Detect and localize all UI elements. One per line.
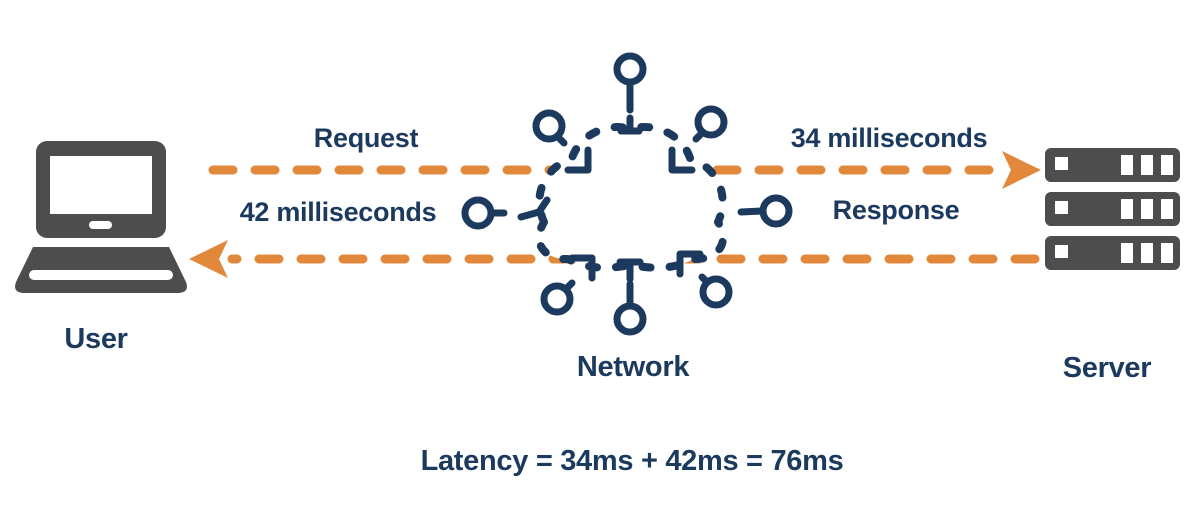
network-label: Network xyxy=(576,351,690,383)
node-bottom xyxy=(613,302,647,336)
network-cloud-icon xyxy=(461,52,793,336)
laptop-icon xyxy=(15,141,187,293)
cloud-outline xyxy=(535,123,727,272)
laptop-base-slot xyxy=(29,270,173,280)
node-left xyxy=(461,196,495,230)
node-top xyxy=(613,52,647,86)
node-bottom-right xyxy=(699,275,733,309)
response-arrowhead-icon xyxy=(189,240,228,278)
server-icon xyxy=(1045,148,1180,270)
response-label: Response xyxy=(832,195,960,225)
latency-formula: Latency = 34ms + 42ms = 76ms xyxy=(420,445,844,477)
server-unit xyxy=(1045,236,1180,270)
server-unit xyxy=(1045,192,1180,226)
request-arrowhead-icon xyxy=(1002,151,1041,189)
node-top-right xyxy=(694,105,728,139)
cloud-connectors xyxy=(488,82,766,307)
laptop-hinge-notch xyxy=(89,221,112,229)
user-label: User xyxy=(64,323,128,355)
node-top-left xyxy=(532,109,566,143)
node-right xyxy=(759,194,793,228)
response-duration-label: 42 milliseconds xyxy=(239,197,437,227)
laptop-screen-panel xyxy=(50,156,152,214)
request-label: Request xyxy=(313,123,419,153)
server-unit xyxy=(1045,148,1180,182)
node-bottom-left xyxy=(540,282,574,316)
request-duration-label: 34 milliseconds xyxy=(790,123,988,153)
cloud-nodes xyxy=(461,52,793,336)
server-label: Server xyxy=(1062,352,1152,384)
